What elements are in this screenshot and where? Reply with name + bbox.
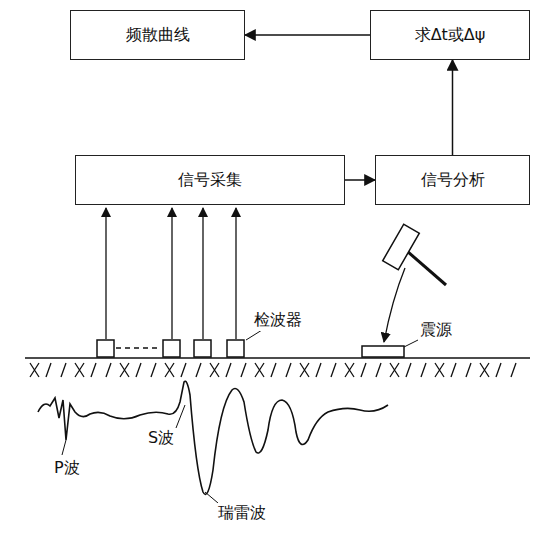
hatch-stroke <box>120 363 129 377</box>
leader-line <box>62 440 66 455</box>
hatch-stroke <box>61 363 66 377</box>
hatch-stroke <box>511 363 516 377</box>
hatch-stroke <box>435 363 444 377</box>
hammer <box>383 224 446 285</box>
hatch-stroke <box>271 363 276 377</box>
part-label: 瑞雷波 <box>216 503 268 524</box>
source-plate <box>362 346 404 357</box>
geophones <box>97 340 244 357</box>
hatch-stroke <box>345 363 354 377</box>
seismic-waveform <box>38 381 388 494</box>
hatch-stroke <box>480 363 489 377</box>
hatch-stroke <box>226 363 231 377</box>
part-label: P波 <box>52 458 82 479</box>
hatch-stroke <box>241 363 246 377</box>
flow-arrow <box>245 34 370 36</box>
part-label: 检波器 <box>252 310 304 331</box>
hatch-stroke <box>390 363 399 377</box>
hatch-stroke <box>466 363 471 377</box>
hatch-stroke <box>361 363 366 377</box>
signal-arrows <box>106 208 236 339</box>
part-label: 震源 <box>418 320 454 341</box>
box-text: 信号分析 <box>421 170 485 191</box>
hatch-stroke <box>75 363 84 377</box>
hatch-stroke <box>406 363 411 377</box>
hatch-stroke <box>106 363 111 377</box>
ground-hatch <box>30 363 516 377</box>
hatch-stroke <box>46 363 51 377</box>
box-text: 频散曲线 <box>126 25 190 46</box>
hatch-stroke <box>451 363 456 377</box>
hatch-stroke <box>30 363 39 377</box>
hatch-stroke <box>255 363 264 377</box>
hatch-stroke <box>165 363 174 377</box>
hatch-stroke <box>181 363 186 377</box>
hatch-stroke <box>376 363 381 377</box>
strike-arrow <box>384 268 405 342</box>
hatch-stroke <box>136 363 141 377</box>
hatch-stroke <box>316 363 321 377</box>
process-box: 信号采集 <box>75 155 345 205</box>
hatch-stroke <box>421 363 426 377</box>
hatch-stroke <box>151 363 156 377</box>
process-box: 信号分析 <box>375 155 530 205</box>
hatch-stroke <box>91 363 96 377</box>
leader-line <box>404 340 418 347</box>
hatch-stroke <box>496 363 501 377</box>
hatch-stroke <box>331 363 336 377</box>
flow-arrow <box>452 60 454 155</box>
flow-arrow <box>345 179 375 181</box>
box-text: 求Δt或Δψ <box>415 25 486 46</box>
hatch-stroke <box>210 363 219 377</box>
process-box: 频散曲线 <box>70 10 245 60</box>
hatch-stroke <box>196 363 201 377</box>
dashed-line <box>116 347 160 348</box>
box-text: 信号采集 <box>178 170 242 191</box>
process-box: 求Δt或Δψ <box>370 10 530 60</box>
hatch-stroke <box>300 363 309 377</box>
leader-line <box>246 330 262 340</box>
part-label: S波 <box>146 428 176 449</box>
hatch-stroke <box>286 363 291 377</box>
